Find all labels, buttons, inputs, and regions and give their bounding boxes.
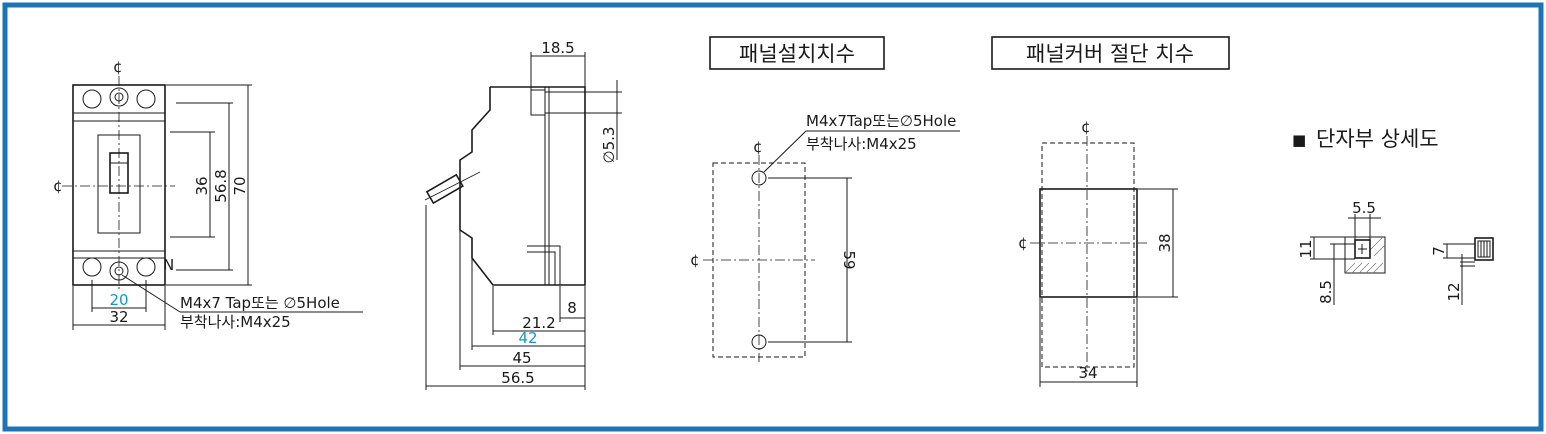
terminal-clamp (1474, 237, 1494, 261)
mount-note-1: M4x7 Tap또는 ∅5Hole (180, 294, 340, 312)
n-terminal-label: N (163, 256, 174, 274)
panel-cover-view: 패널커버 절단 치수 ¢ ¢ 38 34 (991, 36, 1230, 387)
terminal-screw (1354, 239, 1371, 259)
centerline-mark: ¢ (53, 177, 63, 195)
dim-45: 45 (512, 349, 531, 367)
screw-hole (82, 257, 102, 277)
dim-34: 34 (1078, 364, 1097, 382)
panel-note-1: M4x7Tap또는∅5Hole (806, 112, 956, 130)
screw-hole (136, 89, 156, 109)
dim-32: 32 (109, 308, 128, 326)
side-body-outline (459, 86, 586, 286)
mount-hole (751, 170, 767, 186)
dim-36: 36 (193, 176, 211, 195)
mount-note-2: 부착나사:M4x25 (180, 313, 291, 331)
screw-hole (82, 89, 102, 109)
terminal-detail: ■ 단자부 상세도 5.5 11 8.5 7 (1292, 127, 1494, 305)
panel-cover-title: 패널커버 절단 치수 (1026, 42, 1194, 66)
dim-56-5: 56.5 (501, 369, 534, 387)
dim-8: 8 (567, 299, 577, 317)
dim-dia-5-3: ∅5.3 (600, 127, 618, 164)
dim-56-8: 56.8 (212, 169, 230, 202)
dim-21-2: 21.2 (522, 314, 555, 332)
dim-18-5: 18.5 (541, 39, 574, 57)
dim-5-5: 5.5 (1352, 199, 1376, 217)
panel-install-view: 패널설치치수 59 ¢ ¢ M4x7Tap또는∅5Hole 부착나사:M4x25 (690, 36, 960, 362)
bullet-icon: ■ (1292, 131, 1306, 149)
dim-11: 11 (1297, 239, 1315, 258)
dim-59: 59 (840, 250, 858, 269)
dim-70: 70 (231, 176, 249, 195)
screw-hole (109, 87, 129, 107)
centerline-mark: ¢ (1081, 118, 1091, 136)
dim-12: 12 (1445, 282, 1463, 301)
dim-8-5: 8.5 (1317, 280, 1335, 304)
centerline-mark: ¢ (1018, 234, 1028, 252)
terminal-detail-title: 단자부 상세도 (1316, 127, 1439, 151)
centerline-mark: ¢ (113, 58, 123, 76)
front-view: ¢ ¢ 36 56.8 70 N 20 32 M4x7 Tap또는 ∅5Hole… (53, 58, 363, 331)
panel-install-title: 패널설치치수 (739, 42, 855, 66)
dim-20: 20 (109, 291, 128, 309)
cover-outline (1041, 142, 1135, 368)
screw-hole (136, 257, 156, 277)
dim-38: 38 (1156, 233, 1174, 252)
centerline-mark: ¢ (690, 251, 700, 269)
dim-7: 7 (1430, 246, 1448, 256)
dim-42: 42 (518, 329, 537, 347)
panel-note-2: 부착나사:M4x25 (806, 135, 917, 153)
panel-cover-title-box (991, 36, 1230, 70)
centerline-mark: ¢ (753, 138, 763, 156)
side-view: 18.5 ∅5.3 8 21.2 42 45 56.5 (424, 39, 622, 390)
panel-install-title-box (709, 36, 885, 70)
